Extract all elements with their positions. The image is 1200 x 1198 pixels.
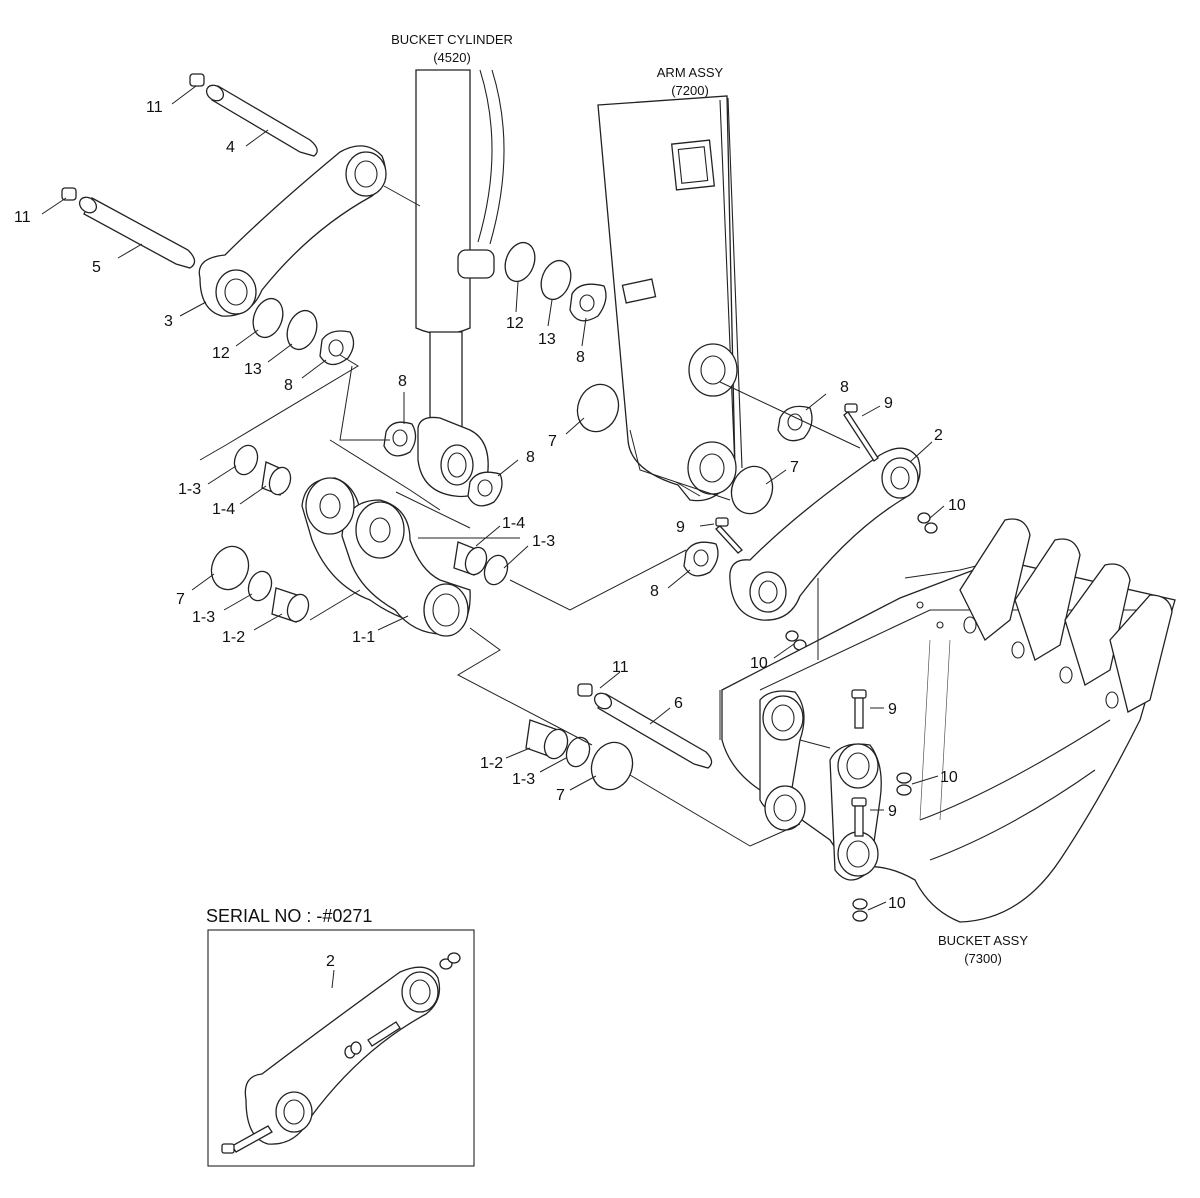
shim-8-rod-lower (467, 471, 503, 507)
bushing-1-4-left (261, 461, 292, 496)
callout-1-4-left: 1-4 (212, 501, 235, 518)
bushing-1-2-lower (525, 719, 569, 760)
o-ring-7-right (730, 465, 774, 515)
o-ring-12-left (252, 297, 284, 339)
callout-7-right: 7 (790, 459, 799, 476)
callout-9-top: 9 (884, 395, 893, 412)
nut-10-bucket-d (852, 910, 868, 922)
callout-labels: 11 4 11 5 3 12 13 8 12 13 8 8 7 8 8 9 2 … (14, 99, 966, 912)
callout-12-left: 12 (212, 345, 230, 362)
o-ring-7-top (576, 383, 620, 433)
callout-1-1: 1-1 (352, 629, 375, 646)
inset-link-2 (244, 966, 441, 1145)
nut-10-bucket-a (896, 772, 912, 784)
bucket-cylinder-drawing (415, 69, 505, 498)
bolt-9-mid (715, 517, 743, 554)
callout-8-right: 8 (576, 349, 585, 366)
callout-7-top: 7 (548, 433, 557, 450)
callout-9-mid: 9 (676, 519, 685, 536)
pin-6 (577, 683, 713, 769)
callout-7-bottom: 7 (556, 787, 565, 804)
callout-10-top: 10 (948, 497, 966, 514)
bolt-9-bucket-upper (851, 689, 867, 729)
callout-10-bucket-upper: 10 (940, 769, 958, 786)
nut-10-c (785, 630, 799, 642)
assembly-centerlines (199, 185, 861, 847)
callout-8-rod: 8 (398, 373, 407, 390)
link-2 (729, 447, 921, 621)
bucket-assy-title: BUCKET ASSY (938, 933, 1028, 948)
shim-8-rod-upper (383, 421, 417, 457)
callout-1-3-lower-right: 1-3 (512, 771, 535, 788)
shim-8-left (319, 330, 355, 366)
shim-8-mid (683, 541, 719, 577)
callout-1-3-upper-right: 1-3 (532, 533, 555, 550)
callout-8-link2: 8 (840, 379, 849, 396)
nut-10-bucket-b (896, 784, 912, 796)
bolt-9-top (843, 403, 879, 462)
o-ring-13-left (286, 309, 318, 351)
arm-assy-title: ARM ASSY (657, 65, 724, 80)
callout-9-bucket-upper: 9 (888, 701, 897, 718)
inset-nut-b (447, 952, 461, 964)
link-1-1 (301, 477, 471, 637)
callout-1-3-lower-left: 1-3 (192, 609, 215, 626)
callout-8-mid: 8 (650, 583, 659, 600)
callout-13-left: 13 (244, 361, 262, 378)
callout-10-mid: 10 (750, 655, 768, 672)
callout-5: 5 (92, 259, 101, 276)
bolt-9-bucket-lower (851, 797, 867, 837)
arm-assy-drawing (597, 95, 743, 502)
callout-1-2-lower: 1-2 (480, 755, 503, 772)
inset-bolt-middle (344, 1021, 401, 1059)
o-ring-7-bottom (590, 741, 634, 791)
bucket-cylinder-title: BUCKET CYLINDER (391, 32, 513, 47)
callout-11-left: 11 (14, 209, 31, 226)
bushing-1-2-upper (271, 587, 310, 623)
bucket-cylinder-code: (4520) (433, 50, 471, 65)
callout-3: 3 (164, 313, 173, 330)
shim-8-right (569, 283, 607, 322)
callout-7-left: 7 (176, 591, 185, 608)
seal-1-3-lower-left (247, 570, 273, 602)
callout-11-top: 11 (146, 99, 163, 116)
callout-11-bottom: 11 (612, 659, 629, 676)
bucket-assy-code: (7300) (964, 951, 1002, 966)
arm-assy-code: (7200) (671, 83, 709, 98)
callout-12-right: 12 (506, 315, 524, 332)
link-3 (198, 145, 387, 317)
bucket-assy-drawing (721, 518, 1176, 923)
callout-8-rod-lower: 8 (526, 449, 535, 466)
bushing-1-4-right (453, 541, 488, 576)
callout-1-3-upper-left: 1-3 (178, 481, 201, 498)
callout-1-2-upper: 1-2 (222, 629, 245, 646)
callout-9-bucket-lower: 9 (888, 803, 897, 820)
o-ring-7-left (210, 545, 250, 591)
inset-frame (207, 929, 475, 1167)
inset-title: SERIAL NO : -#0271 (206, 906, 372, 926)
callout-8-left: 8 (284, 377, 293, 394)
nut-10-b (924, 522, 938, 534)
callout-4: 4 (226, 139, 235, 156)
inset-bolt-lower (221, 1125, 273, 1154)
callout-6: 6 (674, 695, 683, 712)
serial-inset: SERIAL NO : -#0271 2 (206, 906, 475, 1167)
pin-4 (189, 73, 318, 157)
callout-13-right: 13 (538, 331, 556, 348)
seal-1-3-upper-right (483, 554, 509, 586)
callout-10-bucket-lower: 10 (888, 895, 906, 912)
nut-10-a (917, 512, 931, 524)
pin-5 (61, 187, 196, 269)
inset-callout-2: 2 (326, 953, 335, 970)
callout-2: 2 (934, 427, 943, 444)
o-ring-12-right (504, 241, 536, 283)
leader-lines (41, 85, 945, 911)
nut-10-bucket-c (852, 898, 868, 910)
o-ring-13-right (540, 259, 572, 301)
seal-1-3-lower-right (565, 736, 591, 768)
seal-1-3-upper-left (233, 444, 259, 476)
callout-1-4-right: 1-4 (502, 515, 525, 532)
